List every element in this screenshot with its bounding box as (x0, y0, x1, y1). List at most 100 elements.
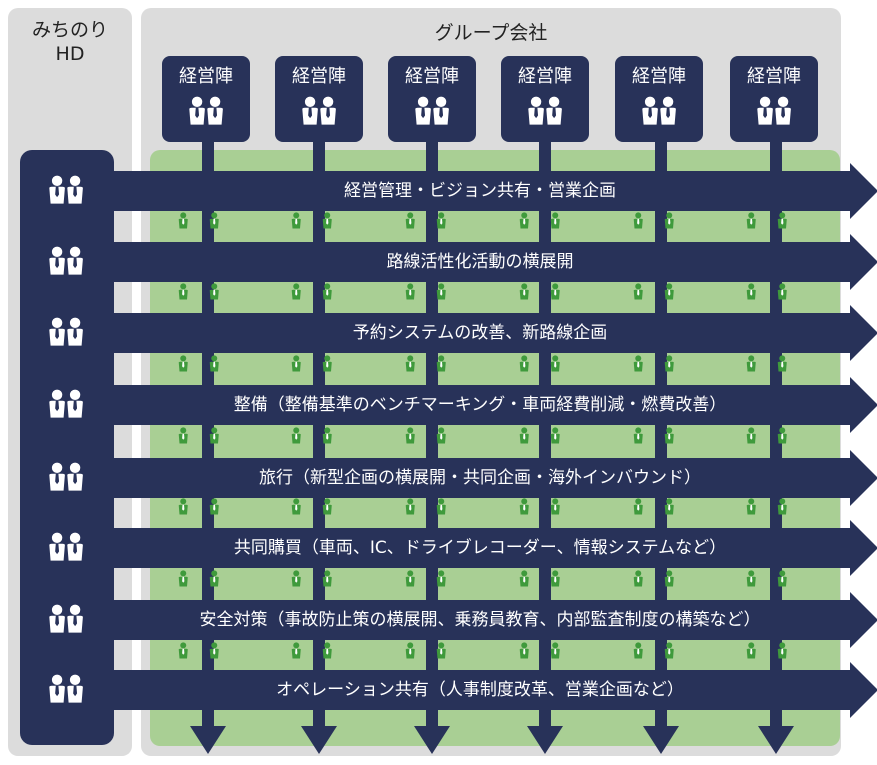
staff-person-icon (291, 212, 301, 229)
executive-person-icon (49, 604, 65, 633)
executive-person-icon (642, 96, 658, 125)
staff-person-icon (519, 212, 529, 229)
group-title: グループ会社 (434, 22, 548, 44)
down-arrow-icon (643, 726, 679, 754)
company-management-box: 経営陣 (615, 56, 703, 142)
staff-person-icon (519, 427, 529, 444)
staff-person-icon (436, 642, 446, 659)
initiative-arrow-band (80, 171, 852, 211)
staff-person-icon (322, 498, 332, 515)
executive-person-icon (302, 96, 318, 125)
staff-person-icon (664, 498, 674, 515)
executive-person-icon (49, 175, 65, 204)
executive-person-icon (757, 96, 773, 125)
staff-person-icon (291, 570, 301, 587)
executive-pair-icon (414, 96, 450, 126)
staff-person-icon (777, 212, 787, 229)
right-arrow-icon (850, 163, 877, 219)
initiative-arrow-band (80, 385, 852, 425)
staff-person-icon (777, 355, 787, 372)
staff-person-icon (633, 283, 643, 300)
initiative-label: 路線活性化活動の横展開 (386, 252, 574, 272)
staff-person-icon (322, 355, 332, 372)
staff-person-icon (519, 642, 529, 659)
staff-person-icon (178, 427, 188, 444)
initiative-label: 整備（整備基準のベンチマーキング・車両経費削減・燃費改善） (233, 395, 727, 415)
staff-person-icon (550, 283, 560, 300)
right-arrow-icon (850, 234, 877, 290)
executive-person-icon (775, 96, 791, 125)
staff-person-icon (746, 355, 756, 372)
company-management-box: 経営陣 (275, 56, 363, 142)
staff-person-icon (436, 427, 446, 444)
staff-person-icon (405, 283, 415, 300)
down-arrow-icon (758, 726, 794, 754)
executive-pair-icon (641, 96, 677, 126)
hd-label-line1: みちのり (31, 19, 108, 41)
staff-person-icon (746, 570, 756, 587)
right-arrow-icon (850, 450, 877, 506)
staff-person-icon (664, 570, 674, 587)
company-management-box: 経営陣 (501, 56, 589, 142)
executive-person-icon (67, 246, 83, 275)
initiative-label: 共同購買（車両、IC、ドライブレコーダー、情報システムなど） (233, 538, 727, 558)
executive-person-icon (189, 96, 205, 125)
down-arrow-icon (527, 726, 563, 754)
staff-person-icon (633, 355, 643, 372)
staff-person-icon (633, 498, 643, 515)
staff-person-icon (291, 642, 301, 659)
company-connector-stem (426, 140, 438, 730)
staff-person-icon (777, 570, 787, 587)
staff-person-icon (777, 427, 787, 444)
staff-person-icon (633, 427, 643, 444)
staff-person-icon (664, 642, 674, 659)
staff-person-icon (322, 212, 332, 229)
staff-person-icon (209, 283, 219, 300)
staff-person-icon (633, 642, 643, 659)
staff-person-icon (178, 642, 188, 659)
staff-person-icon (777, 642, 787, 659)
initiative-arrow-band (80, 528, 852, 568)
staff-person-icon (633, 212, 643, 229)
executive-person-icon (67, 532, 83, 561)
initiative-label: 予約システムの改善、新路線企画 (352, 323, 608, 343)
staff-person-icon (322, 642, 332, 659)
initiative-arrow-band (80, 670, 852, 710)
staff-person-icon (405, 212, 415, 229)
staff-person-icon (209, 212, 219, 229)
staff-person-icon (746, 283, 756, 300)
staff-person-icon (322, 427, 332, 444)
right-arrow-icon (850, 305, 877, 361)
executive-person-icon (49, 389, 65, 418)
staff-person-icon (291, 355, 301, 372)
executive-person-icon (49, 532, 65, 561)
company-management-box: 経営陣 (162, 56, 250, 142)
staff-person-icon (550, 642, 560, 659)
staff-person-icon (746, 212, 756, 229)
initiative-label: 安全対策（事故防止策の横展開、乗務員教育、内部監査制度の構築など） (199, 610, 761, 630)
staff-person-icon (777, 498, 787, 515)
staff-person-icon (291, 283, 301, 300)
executive-pair-icon (48, 389, 84, 419)
staff-person-icon (405, 355, 415, 372)
staff-person-icon (746, 642, 756, 659)
staff-person-icon (664, 355, 674, 372)
staff-person-icon (178, 570, 188, 587)
staff-person-icon (777, 283, 787, 300)
right-arrow-icon (850, 520, 877, 576)
down-arrow-icon (190, 726, 226, 754)
staff-person-icon (178, 212, 188, 229)
executive-person-icon (320, 96, 336, 125)
staff-person-icon (550, 212, 560, 229)
staff-person-icon (209, 570, 219, 587)
executive-person-icon (49, 674, 65, 703)
staff-person-icon (209, 642, 219, 659)
company-management-box: 経営陣 (388, 56, 476, 142)
staff-person-icon (405, 570, 415, 587)
company-connector-stem (313, 140, 325, 730)
initiative-arrow-band (80, 600, 852, 640)
staff-person-icon (405, 427, 415, 444)
hd-executive-column (20, 150, 114, 745)
staff-person-icon (436, 570, 446, 587)
